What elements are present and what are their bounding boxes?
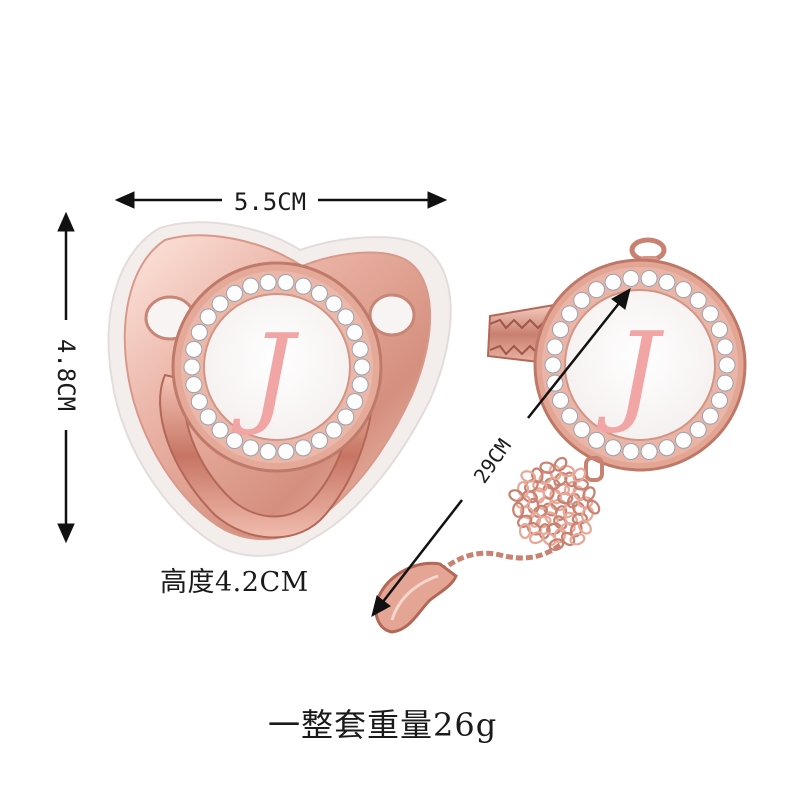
clip-chain-ball xyxy=(508,456,601,551)
rhinestone xyxy=(351,376,369,394)
chain-link xyxy=(508,489,525,503)
chain-link xyxy=(529,531,545,545)
rhinestone xyxy=(294,277,312,295)
width-dimension-arrow xyxy=(114,191,448,209)
chain-link xyxy=(553,472,568,487)
rhinestone xyxy=(211,295,229,313)
rhinestone xyxy=(561,407,579,425)
rhinestone xyxy=(190,393,208,411)
rhinestone xyxy=(259,273,277,291)
rhinestone xyxy=(701,305,719,323)
chain-link xyxy=(528,511,542,528)
chain-link xyxy=(577,496,594,509)
rhinestone xyxy=(242,277,260,295)
clip-monogram-disc xyxy=(564,289,716,441)
rhinestone xyxy=(325,421,343,439)
rhinestone xyxy=(622,269,640,287)
rhinestone xyxy=(710,391,728,409)
rhinestone xyxy=(185,376,203,394)
chain-link xyxy=(572,467,587,483)
rhinestone xyxy=(311,432,328,450)
rhinestone xyxy=(604,439,622,457)
rhinestone xyxy=(277,273,295,291)
width-label: 5.5CM xyxy=(234,188,306,216)
rhinestone xyxy=(604,273,622,291)
chain-link xyxy=(553,527,567,544)
rhinestone xyxy=(325,295,343,313)
rhinestone xyxy=(718,356,736,374)
rhinestone xyxy=(346,393,364,411)
clip-chain-strand xyxy=(443,542,562,570)
chain-link xyxy=(553,515,568,530)
rhinestone xyxy=(588,281,605,299)
rhinestone xyxy=(226,284,243,302)
rhinestone xyxy=(675,431,692,449)
length-dimension-arrow xyxy=(57,211,75,544)
rhinestone xyxy=(701,407,719,425)
chain-link xyxy=(531,467,544,484)
clip-lobster-clasp xyxy=(374,561,458,634)
rhinestone xyxy=(622,443,640,461)
rhinestone xyxy=(640,443,658,461)
chain-link xyxy=(582,486,596,502)
rhinestone xyxy=(640,269,658,287)
rhinestone xyxy=(351,340,369,358)
rhinestone xyxy=(199,408,217,426)
chain-link xyxy=(515,495,531,509)
rhinestone xyxy=(588,431,605,449)
rhinestone xyxy=(546,338,564,356)
rhinestone xyxy=(573,291,591,309)
rhinestone xyxy=(353,358,371,376)
chain-link xyxy=(586,499,601,515)
length-label: 4.8CM xyxy=(52,339,80,411)
height-caption: 高度4.2CM xyxy=(160,567,309,598)
rhinestone xyxy=(337,308,355,326)
chain-link xyxy=(569,532,586,546)
chain-link xyxy=(517,481,530,498)
rhinestone xyxy=(658,439,676,457)
rhinestone xyxy=(552,391,570,409)
rhinestone xyxy=(689,421,707,439)
rhinestone xyxy=(346,323,364,341)
chain-length-arrow xyxy=(371,288,631,617)
pacifier: J xyxy=(107,221,452,557)
chain-link xyxy=(558,464,576,478)
rhinestone xyxy=(311,284,328,302)
rhinestone xyxy=(199,308,217,326)
chain-link xyxy=(512,501,525,518)
rhinestone xyxy=(183,358,201,376)
rhinestone xyxy=(242,439,260,457)
rhinestone xyxy=(658,273,676,291)
chain-link xyxy=(520,470,537,483)
rhinestone xyxy=(689,291,707,309)
rhinestone xyxy=(259,443,277,461)
chain-link xyxy=(553,456,568,472)
rhinestone xyxy=(573,421,591,439)
chain-length-label: 29CM xyxy=(469,434,516,487)
chain-link xyxy=(518,522,532,540)
rhinestone xyxy=(211,421,229,439)
rhinestone xyxy=(561,305,579,323)
pacifier-vent-right xyxy=(368,293,416,337)
rhinestone xyxy=(277,443,295,461)
pacifier-monogram-disc xyxy=(203,293,351,441)
rhinestone xyxy=(226,432,243,450)
rhinestone xyxy=(675,281,692,299)
chain-link xyxy=(577,519,592,535)
rhinestone xyxy=(716,374,734,392)
rhinestone xyxy=(190,323,208,341)
rhinestone xyxy=(716,338,734,356)
chain-link xyxy=(533,487,546,504)
pacifier-rhinestones xyxy=(183,273,371,461)
rhinestone xyxy=(337,408,355,426)
rhinestone xyxy=(544,356,562,374)
weight-caption: 一整套重量26g xyxy=(268,706,498,744)
rhinestone xyxy=(710,321,728,339)
rhinestone xyxy=(185,340,203,358)
rhinestone xyxy=(294,439,312,457)
rhinestone xyxy=(552,321,570,339)
